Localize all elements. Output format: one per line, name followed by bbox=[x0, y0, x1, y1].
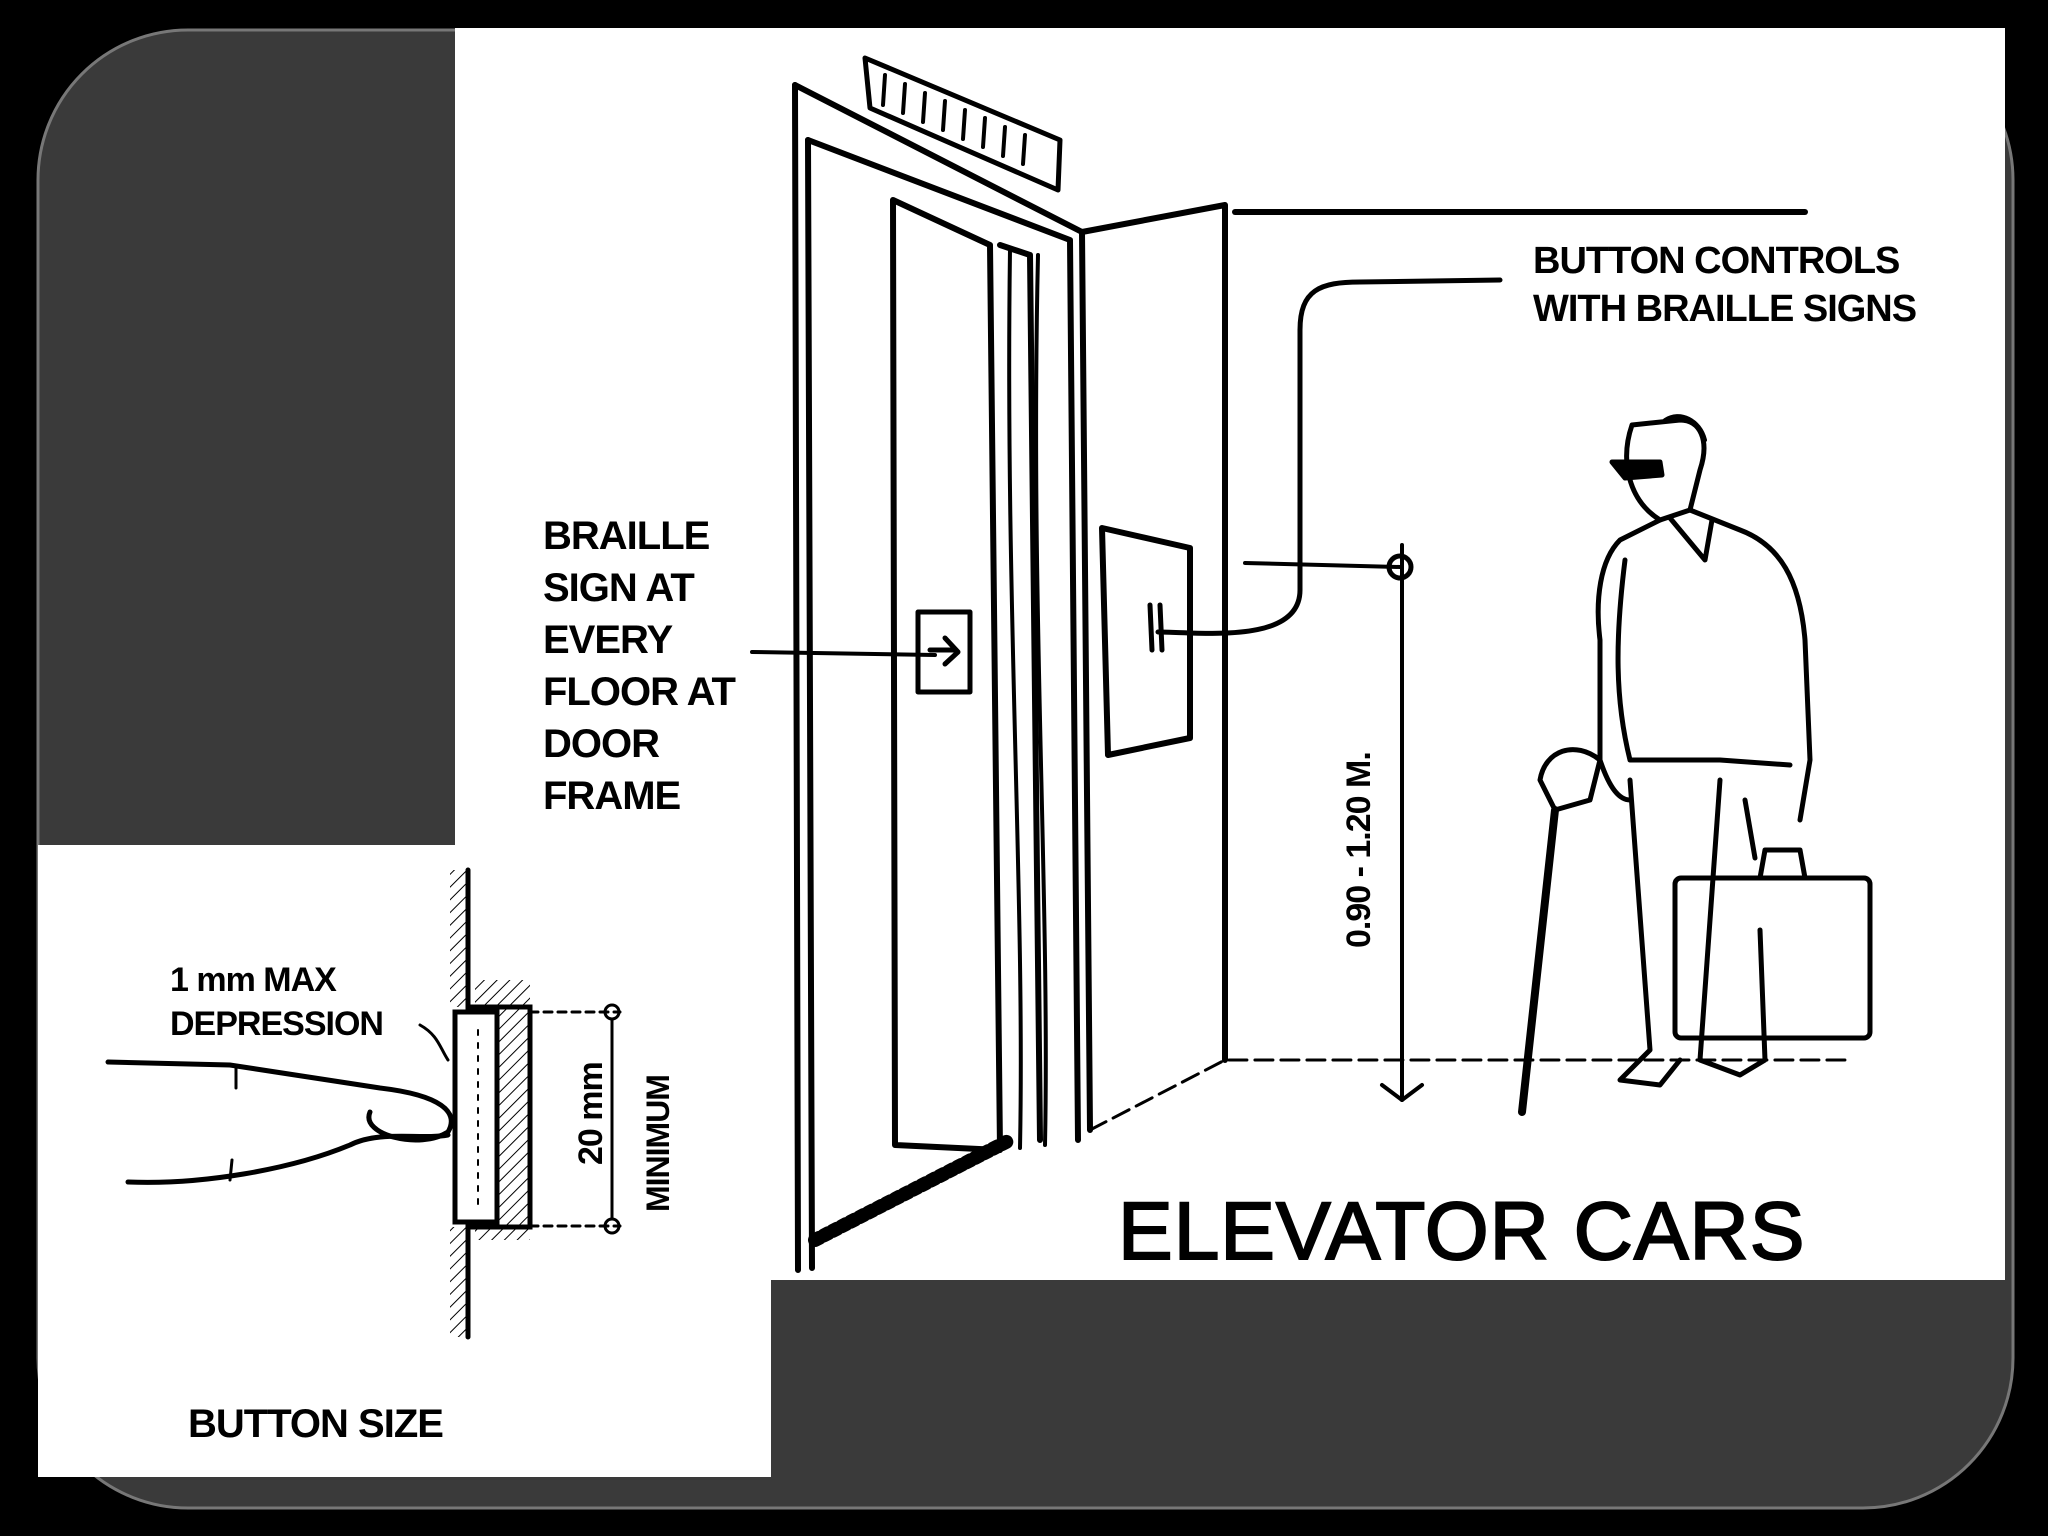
braille-sign-line: DOOR bbox=[543, 722, 660, 766]
braille-sign-line: SIGN AT bbox=[543, 566, 695, 610]
button-controls-line: WITH BRAILLE SIGNS bbox=[1533, 288, 1917, 330]
braille-sign-line: BRAILLE bbox=[543, 514, 710, 558]
button-section-drawing bbox=[105, 867, 622, 1340]
depression-label: 1 mm MAX DEPRESSION bbox=[170, 958, 384, 1046]
button-controls-line: BUTTON CONTROLS bbox=[1533, 240, 1900, 282]
minimum-label: MINIMUM bbox=[640, 1075, 676, 1212]
button-size-caption: BUTTON SIZE bbox=[188, 1402, 444, 1446]
braille-sign-line: EVERY bbox=[543, 618, 673, 662]
slide-title: ELEVATOR CARS bbox=[1117, 1185, 1806, 1278]
height-dimension-label: 0.90 - 1.20 M. bbox=[1340, 752, 1378, 948]
depression-line: 1 mm MAX bbox=[170, 961, 337, 999]
depression-line: DEPRESSION bbox=[170, 1005, 384, 1043]
man-with-cane-figure bbox=[1518, 414, 1873, 1116]
braille-sign-line: FRAME bbox=[543, 774, 681, 818]
braille-sign-line: FLOOR AT bbox=[543, 670, 736, 714]
braille-sign-label: BRAILLE SIGN AT EVERY FLOOR AT DOOR FRAM… bbox=[543, 510, 736, 822]
size-dimension-label: 20 mm bbox=[572, 1062, 610, 1165]
button-controls-label: BUTTON CONTROLS WITH BRAILLE SIGNS bbox=[1533, 237, 1917, 333]
elevator-drawing bbox=[750, 55, 1847, 1273]
